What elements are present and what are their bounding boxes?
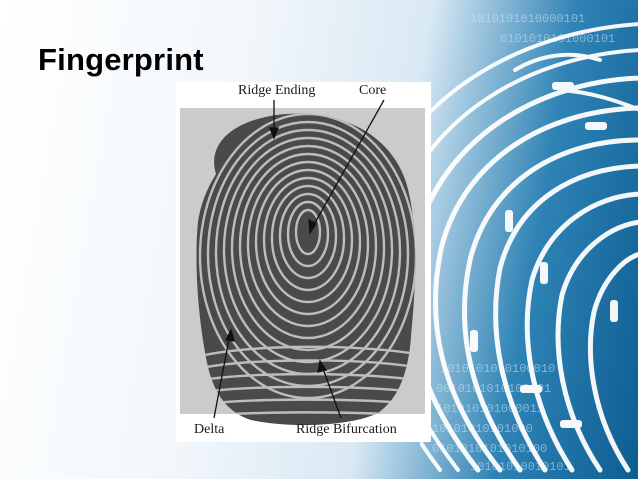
- fingerprint-figure: Ridge Ending Core Delta Ridge Bifurcatio…: [176, 82, 431, 442]
- label-ridge-ending: Ridge Ending: [238, 83, 316, 98]
- binary-row: 1010101010100010: [440, 362, 555, 376]
- binary-row: 10101010101000: [432, 422, 533, 436]
- binary-row: 1010101010000101: [470, 12, 585, 26]
- label-delta: Delta: [194, 422, 225, 437]
- label-core: Core: [359, 83, 387, 98]
- label-ridge-bifurcation: Ridge Bifurcation: [296, 422, 397, 437]
- fingerprint-image: [180, 99, 425, 426]
- slide-title: Fingerprint: [38, 42, 204, 77]
